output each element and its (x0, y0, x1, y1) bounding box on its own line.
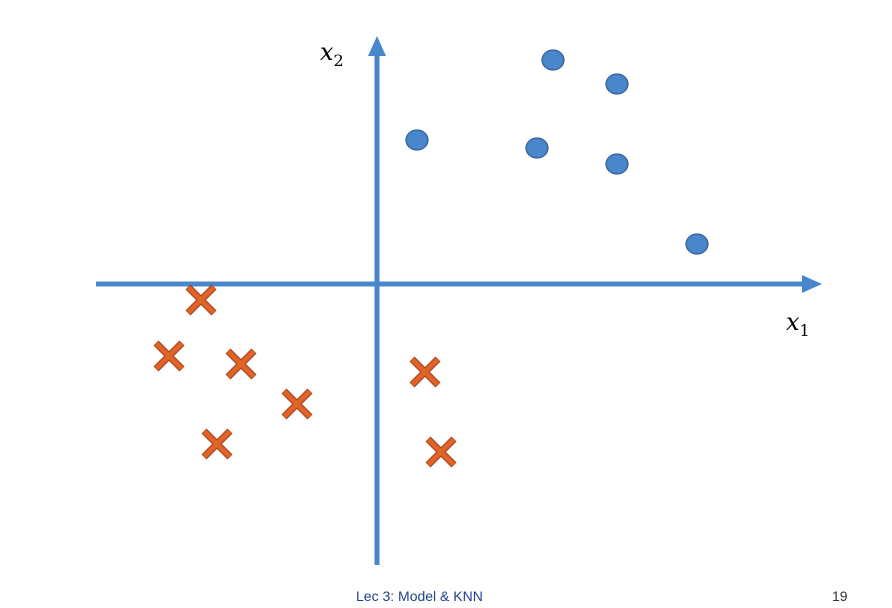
cross-point-1 (185, 284, 217, 316)
y-axis-arrowhead (368, 36, 386, 56)
circle-point-1 (541, 49, 565, 71)
axes (96, 36, 822, 565)
y-axis-label-main: x (320, 38, 334, 66)
cross-point-3 (225, 348, 257, 380)
class-b-points (153, 284, 457, 468)
footer-title: Lec 3: Model & KNN (356, 588, 483, 604)
circle-point-5 (605, 153, 629, 175)
class-a-points (405, 49, 709, 255)
circle-point-4 (525, 137, 549, 159)
circle-point-6 (685, 233, 709, 255)
y-axis-label: x2 (320, 38, 344, 70)
x-axis-label-subscript: 1 (800, 321, 810, 340)
x-axis-arrowhead (802, 275, 822, 293)
cross-point-2 (153, 340, 185, 372)
circle-point-2 (605, 73, 629, 95)
x-axis-label-main: x (786, 308, 800, 336)
cross-point-6 (201, 428, 233, 460)
cross-point-5 (409, 356, 441, 388)
cross-point-7 (425, 436, 457, 468)
x-axis-label: x1 (786, 308, 810, 340)
circle-point-3 (405, 129, 429, 151)
cross-point-4 (281, 388, 313, 420)
y-axis-label-subscript: 2 (334, 51, 344, 70)
page-number: 19 (832, 588, 848, 604)
